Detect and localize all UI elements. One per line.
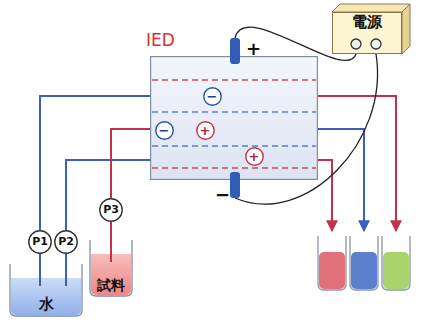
terminal: [351, 39, 361, 49]
ion-exchange-membrane: [152, 145, 316, 147]
box-top: [332, 4, 410, 12]
box-side: [402, 4, 410, 54]
cation: +: [196, 121, 215, 140]
intake-tube: [110, 239, 112, 262]
ion-exchange-membrane: [152, 111, 316, 113]
outlet-tube: [318, 96, 396, 231]
red-fraction: [319, 252, 345, 289]
ied-cell: IED−−++: [150, 56, 318, 180]
pump-label: P3: [103, 204, 119, 217]
electrode: [230, 172, 240, 198]
cell-body: [151, 57, 318, 180]
cation: +: [245, 147, 264, 166]
ion-circle: [196, 121, 213, 138]
electrode-sign: +: [246, 40, 261, 58]
anion: −: [155, 121, 174, 140]
pump-label: P2: [58, 236, 74, 249]
reservoir-label: 水: [39, 296, 54, 313]
ion-circle: [155, 121, 172, 138]
collection-beaker: [318, 236, 346, 290]
charge-sign: −: [159, 124, 170, 137]
anion: −: [203, 87, 222, 106]
box-front: [333, 13, 402, 54]
charge-sign: +: [249, 150, 260, 163]
pump-circle: [100, 199, 122, 221]
device-name: IED: [146, 31, 175, 51]
blue-fraction: [351, 252, 377, 289]
ion-circle: [245, 147, 262, 164]
reservoir-label: 試料: [97, 277, 125, 293]
ion-exchange-membrane: [152, 79, 316, 81]
pump: P3: [99, 198, 123, 222]
pump: P2: [54, 230, 78, 254]
beaker-glass: [90, 240, 132, 296]
intake-tube: [110, 222, 112, 240]
feed-tube: [111, 129, 150, 198]
beaker-glass: [10, 264, 82, 316]
power-supply: 電源: [332, 12, 402, 54]
outlet-tube: [318, 160, 332, 231]
liquid: [11, 278, 81, 315]
electrode: [230, 38, 240, 64]
terminal: [371, 39, 381, 49]
pump-label: P1: [32, 236, 48, 249]
ied-cell-shape: [150, 56, 318, 180]
charge-sign: −: [207, 90, 218, 103]
green-fraction: [383, 252, 409, 289]
intake-tube: [39, 254, 41, 264]
pump-circle: [29, 231, 51, 253]
pump-circle: [55, 231, 77, 253]
ion-circle: [203, 87, 220, 104]
feed-tube: [40, 96, 150, 230]
device-name: 電源: [352, 14, 382, 31]
sample-beaker: 試料: [88, 240, 134, 296]
intake-tube: [65, 254, 67, 264]
water-beaker: 水: [8, 264, 84, 316]
collection-beaker: [350, 236, 378, 290]
ion-exchange-membrane: [152, 167, 316, 169]
intake-tube: [65, 263, 67, 286]
pump: P1: [28, 230, 52, 254]
charge-sign: +: [200, 124, 211, 137]
electrode-sign: −: [215, 186, 230, 204]
collection-beaker: [382, 236, 410, 290]
feed-tube: [66, 160, 150, 230]
intake-tube: [39, 263, 41, 286]
